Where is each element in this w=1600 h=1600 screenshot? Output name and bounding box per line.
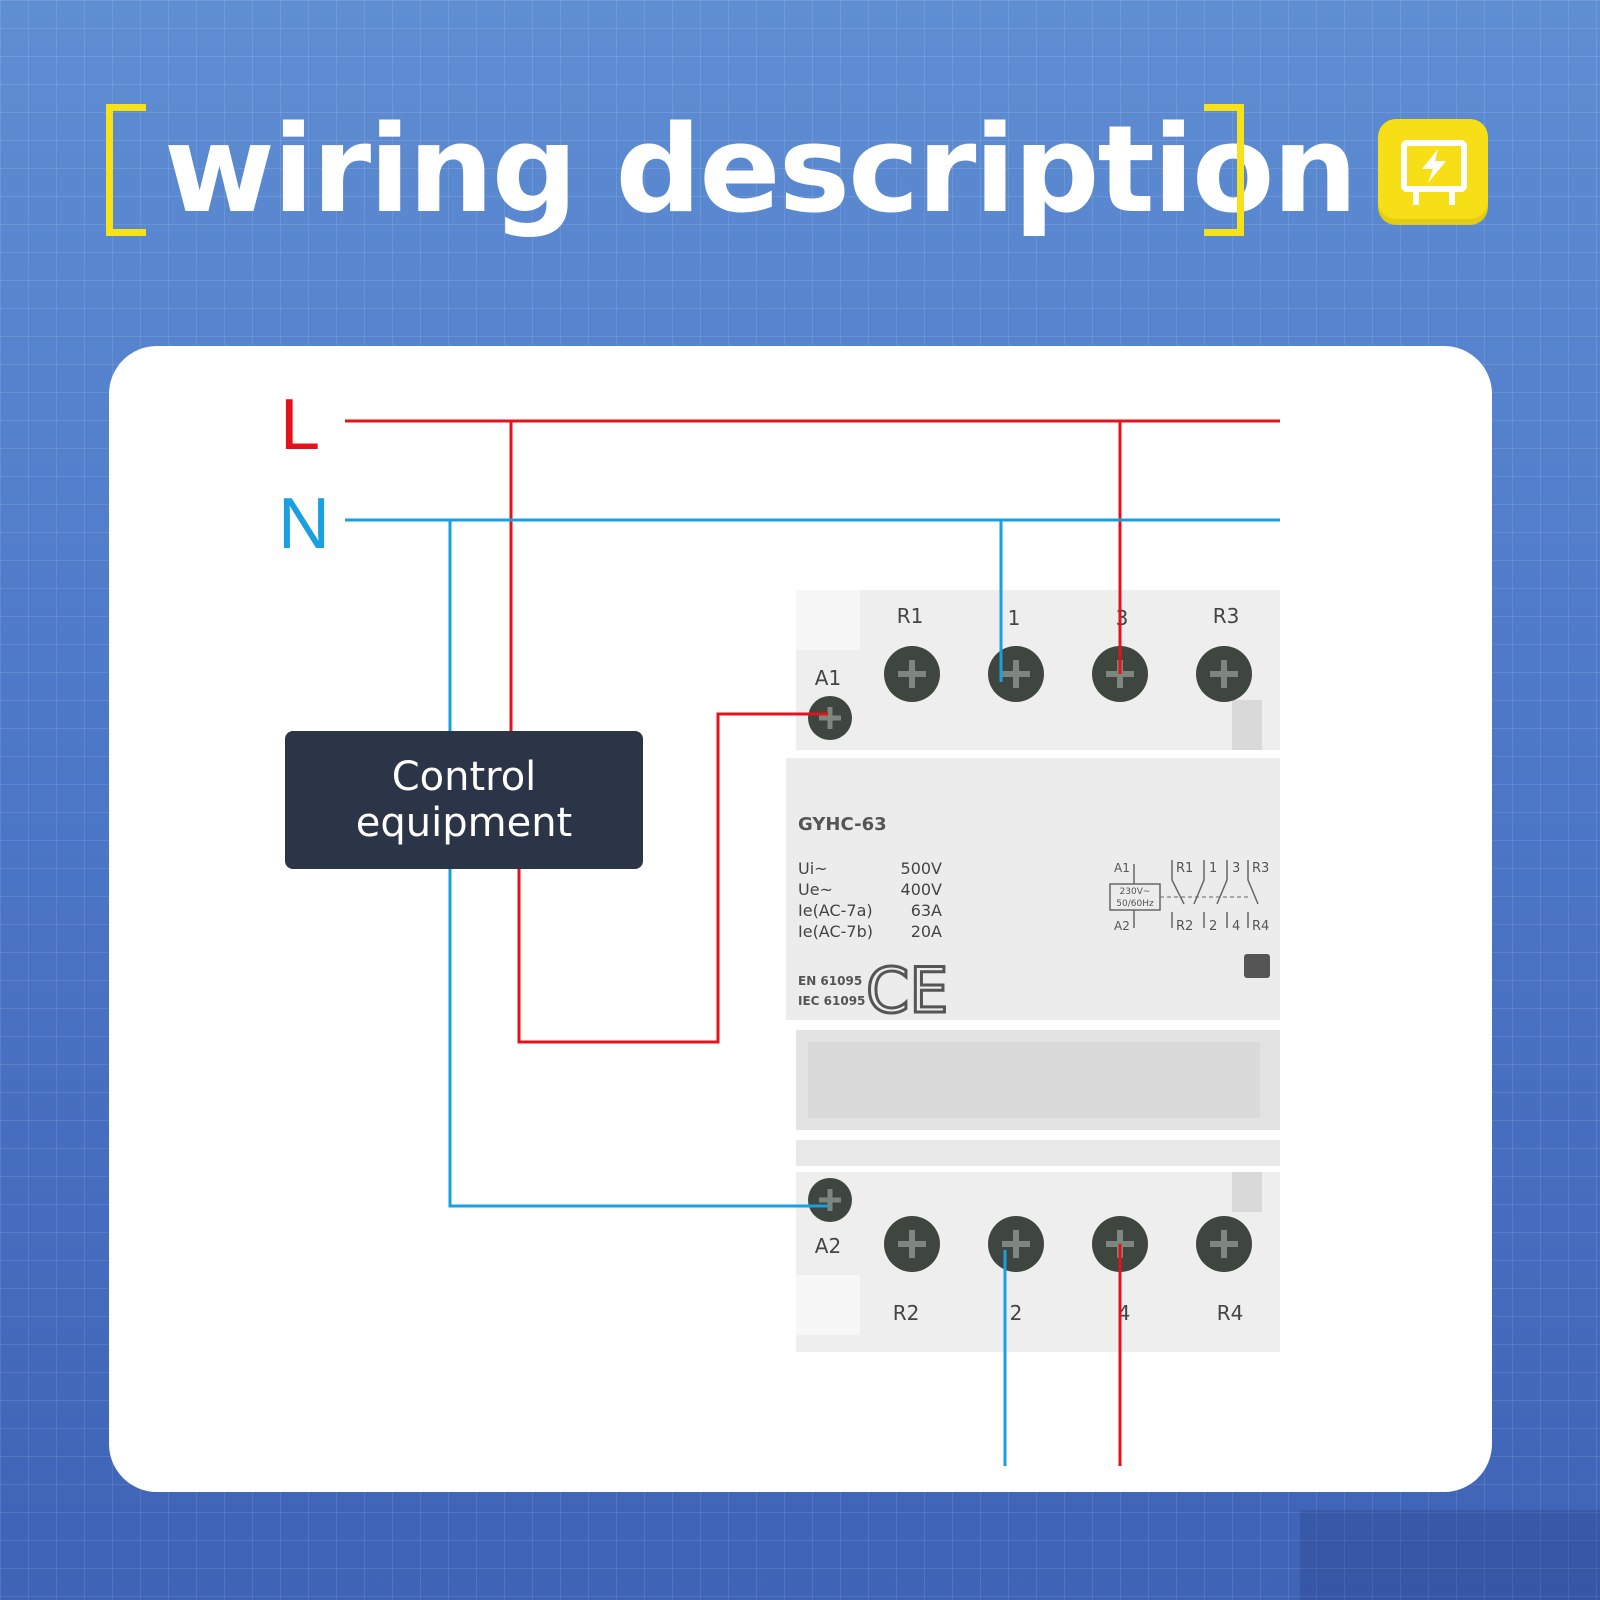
rating-name: Ui~ [798,859,828,878]
rating-value: 400V [901,880,943,899]
control-equipment-box: Control equipment [285,731,643,869]
terminal-label-1: 1 [1008,606,1021,630]
rating-name: Ie(AC-7a) [798,901,873,920]
screw-r2-icon [884,1216,940,1272]
screw-r3-icon [1196,646,1252,702]
contactor-schematic: A1 A2 230V~ 50/60Hz R1 1 3 R3 R2 2 4 R4 [1109,860,1269,934]
page-title: wiring description [164,101,1358,240]
coil-frequency: 50/60Hz [1116,899,1154,909]
rating-value: 500V [901,859,943,878]
title-bracket-right [1204,104,1244,236]
screw-a1-icon [808,696,852,740]
electrical-panel-icon [1378,119,1488,225]
screw-1-icon [988,646,1044,702]
schematic-contact-label: 4 [1232,919,1240,934]
front-label-panel [786,758,1280,1020]
schematic-contact-label: 2 [1209,919,1217,934]
electrical-panel-icon-graphic [1401,140,1467,205]
schematic-contact-label: 1 [1209,861,1217,876]
terminal-label-a2: A2 [815,1234,841,1258]
indicator-window [1244,954,1270,978]
rating-name: Ue~ [798,880,833,899]
background-wire-bundle [1300,1510,1600,1600]
terminal-label-r3: R3 [1213,604,1240,628]
device-model: GYHC-63 [798,814,887,835]
rating-name: Ie(AC-7b) [798,922,873,941]
terminal-label-r2: R2 [893,1301,920,1325]
control-to-a1-wire [517,712,828,1044]
neutral-wires [345,518,1280,1466]
coil-voltage: 230V~ [1120,887,1151,897]
terminal-label-2: 2 [1010,1301,1023,1325]
schematic-a2: A2 [1114,919,1130,933]
bottom-terminal-block [796,1172,1280,1352]
control-equipment-label: Control equipment [355,754,573,846]
schematic-contact-label: R1 [1176,861,1193,876]
standard-en: EN 61095 [798,974,862,988]
title-bracket-left [106,104,146,236]
screw-2-icon [988,1216,1044,1272]
neutral-to-a2-wire [448,869,828,1208]
screw-r4-icon [1196,1216,1252,1272]
schematic-a1: A1 [1114,861,1130,875]
live-line-label: L [280,385,321,465]
ratings-table: Ui~ 500V Ue~ 400V Ie(AC-7a) 63A Ie(AC-7b… [798,859,942,941]
schematic-contact-label: R3 [1252,861,1269,876]
ce-mark: CE [866,954,948,1027]
neutral-line-label: N [278,484,330,564]
rating-value: 63A [911,901,942,920]
screw-r1-icon [884,646,940,702]
standard-iec: IEC 61095 [798,994,865,1008]
schematic-contact-label: 3 [1232,861,1240,876]
terminal-label-3: 3 [1116,606,1129,630]
rating-value: 20A [911,922,942,941]
schematic-contact-label: R4 [1252,919,1269,934]
terminal-label-a1: A1 [815,666,841,690]
schematic-contact-label: R2 [1176,919,1193,934]
terminal-label-r1: R1 [897,604,924,628]
terminal-label-r4: R4 [1217,1301,1244,1325]
live-wires [345,419,1280,1466]
top-left-step [796,590,860,650]
screw-a2-icon [808,1178,852,1222]
